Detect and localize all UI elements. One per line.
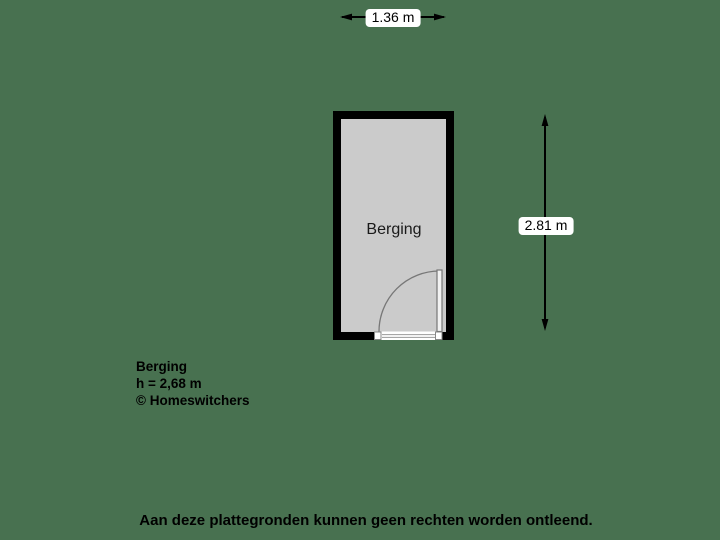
legend: Berging h = 2,68 m © Homeswitchers — [136, 358, 249, 409]
room-floor — [341, 119, 446, 332]
legend-ceiling-height: h = 2,68 m — [136, 376, 202, 391]
legend-room-name: Berging — [136, 359, 188, 374]
width-dimension-label: 1.36 m — [365, 9, 421, 27]
disclaimer-text: Aan deze plattegronden kunnen geen recht… — [139, 512, 593, 529]
height-dimension-label: 2.81 m — [518, 217, 574, 235]
door-threshold — [374, 331, 443, 340]
legend-credit: © Homeswitchers — [136, 393, 250, 408]
door-icon — [378, 269, 443, 333]
room-berging-shape — [333, 111, 454, 340]
room-label: Berging — [366, 221, 422, 238]
